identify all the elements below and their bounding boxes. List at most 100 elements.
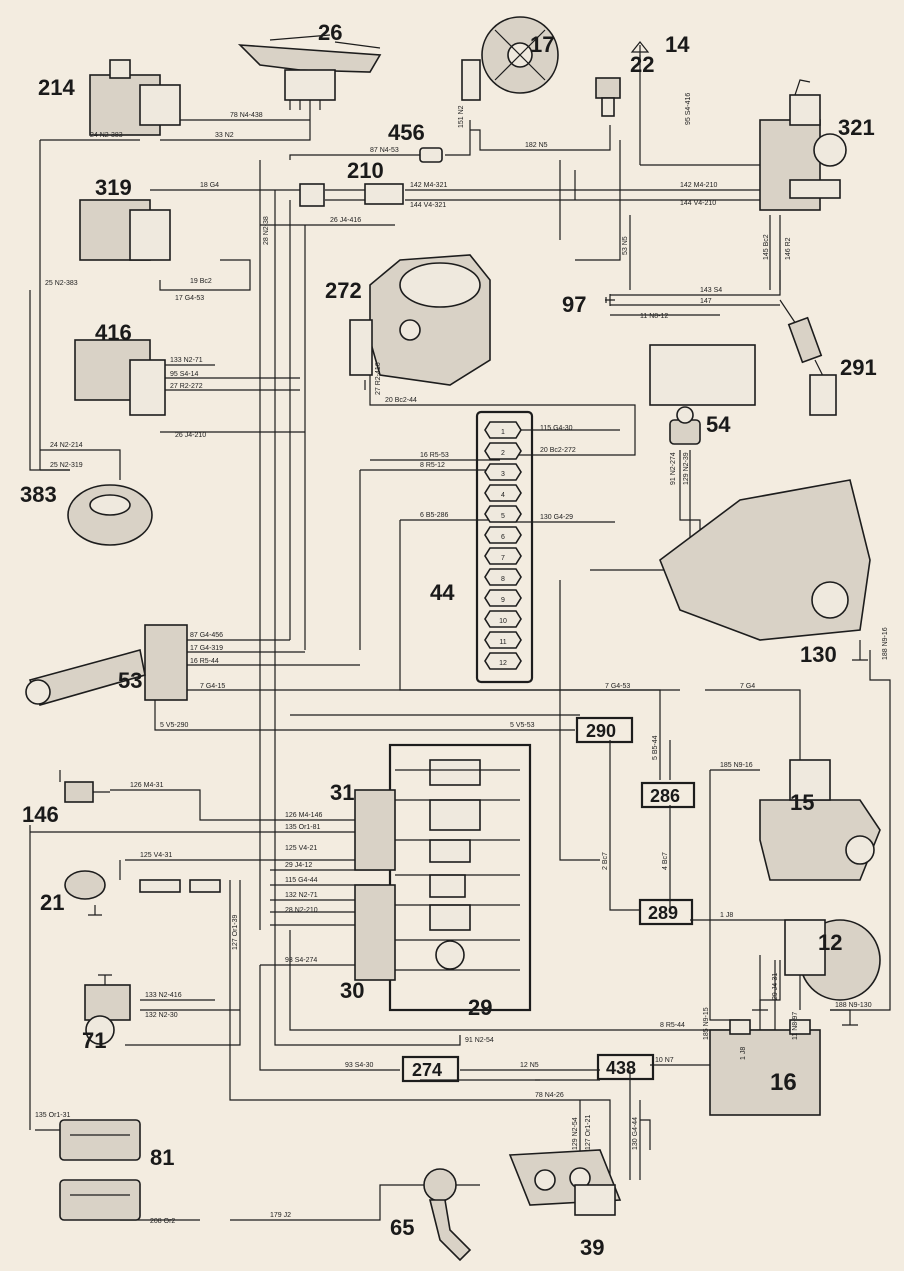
wire-label: 127 Or1-39 <box>232 914 239 950</box>
component-21-sensor <box>64 870 221 916</box>
label-456: 456 <box>388 120 425 145</box>
component-456-connector <box>419 147 443 163</box>
wire-label: 127 Or1-21 <box>585 1114 592 1150</box>
wire-label: 145 Bc2 <box>763 234 770 260</box>
wire-label: 126 M4-31 <box>130 782 164 789</box>
wire-labels: 78 N4-438 24 N2-383 33 N2 87 N4-53 151 N… <box>35 93 889 1225</box>
wire-label: 87 G4-456 <box>190 632 223 639</box>
wire-label: 28 N2-210 <box>285 907 318 914</box>
label-319: 319 <box>95 175 132 200</box>
component-65-fuel-sender <box>423 1168 480 1262</box>
label-15: 15 <box>790 790 814 815</box>
component-290-box <box>575 716 634 744</box>
wire-label: 20 Bc2-44 <box>385 397 417 404</box>
component-16-battery <box>709 1009 858 1116</box>
wire-label: 33 N2 <box>215 132 234 139</box>
component-146-pressure-switch <box>59 770 110 803</box>
wire-label: 93 S4-30 <box>345 1062 374 1069</box>
component-438-box <box>596 1053 655 1081</box>
label-214: 214 <box>38 75 75 100</box>
wire-label: 11 N8-97 <box>792 1012 799 1040</box>
fuse-slot <box>484 547 522 565</box>
wire-label: 1 J8 <box>720 912 733 919</box>
fuse-number: 8 <box>501 576 505 583</box>
component-54-bulb <box>649 344 756 445</box>
label-16: 16 <box>770 1069 797 1096</box>
wire-label: 146 R2 <box>785 237 792 260</box>
wire-label: 1 J8 <box>740 1047 747 1060</box>
wire-label: 16 R5-44 <box>190 658 219 665</box>
fuse-number: 6 <box>501 534 505 541</box>
fuse-slot <box>484 463 522 481</box>
component-383-horn <box>67 484 153 546</box>
component-286-box <box>640 781 696 809</box>
label-29: 29 <box>468 995 492 1020</box>
fuse-slot <box>484 631 522 649</box>
component-321-combination-switch <box>759 79 847 211</box>
component-22-temp-switch <box>595 77 621 117</box>
label-130: 130 <box>800 642 837 667</box>
label-81: 81 <box>150 1145 174 1170</box>
wire-label: 5 V5-53 <box>510 722 535 729</box>
wire-label: 26 J4-210 <box>175 432 206 439</box>
ground-symbol-97 <box>605 294 615 306</box>
label-97: 97 <box>562 292 586 317</box>
wire-label: 133 N2-71 <box>170 357 203 364</box>
label-272: 272 <box>325 278 362 303</box>
wire-label: 95 S4-14 <box>170 371 199 378</box>
label-31: 31 <box>330 780 354 805</box>
wire-label: 29 J4-31 <box>772 973 779 1000</box>
fuse-number: 11 <box>499 639 506 646</box>
component-81-diagnostic-socket <box>59 1119 141 1221</box>
component-29-instrument-panel <box>354 743 532 1012</box>
label-22: 22 <box>630 52 654 77</box>
wire-label: 130 G4-29 <box>540 514 573 521</box>
component-15-starter-motor <box>759 759 881 881</box>
wire-label: 144 V4-321 <box>410 202 446 209</box>
wire-label: 188 N9-16 <box>882 627 889 660</box>
wire-label: 18 G4 <box>200 182 219 189</box>
component-130-gearbox <box>659 479 871 661</box>
wire-label: 27 R2-272 <box>170 383 203 390</box>
ground-symbol-14 <box>630 41 650 60</box>
label-210: 210 <box>347 158 384 183</box>
label-26: 26 <box>318 20 342 45</box>
component-labels: 26 17 22 14 214 456 321 210 319 272 97 4… <box>20 20 877 1260</box>
wire-label: 8 R5-12 <box>420 462 445 469</box>
wire-label: 125 V4-31 <box>140 852 172 859</box>
wire-label: 129 N2-39 <box>683 452 690 485</box>
label-30: 30 <box>340 978 364 1003</box>
wire-label: 17 G4-319 <box>190 645 223 652</box>
wire-label: 78 N4-26 <box>535 1092 564 1099</box>
label-321: 321 <box>838 115 875 140</box>
wire-label: 135 Or1-31 <box>35 1112 71 1119</box>
label-21: 21 <box>40 890 64 915</box>
wire-label: 179 J2 <box>270 1212 291 1219</box>
wire-label: 26 J4-416 <box>330 217 361 224</box>
wire-label: 7 G4 <box>740 683 755 690</box>
wire-label: 28 N2-38 <box>263 216 270 245</box>
wire-label: 7 G4-53 <box>605 683 630 690</box>
wire-label: 132 N2-30 <box>145 1012 178 1019</box>
label-71: 71 <box>82 1028 106 1053</box>
label-291: 291 <box>840 355 877 380</box>
wire-label: 16 R5-53 <box>420 452 449 459</box>
fuse-number: 5 <box>501 513 505 520</box>
fuse-number: 12 <box>499 660 507 667</box>
fuse-slot <box>484 484 522 502</box>
wire-label: 8 R5-44 <box>660 1022 685 1029</box>
label-289: 289 <box>648 903 678 923</box>
component-210-connector <box>299 183 404 207</box>
wire-label: 93 S4-274 <box>285 957 317 964</box>
wire-label: 142 M4-321 <box>410 182 447 189</box>
wire-label: 19 Bc2 <box>190 278 212 285</box>
wire-label: 208 Or2 <box>150 1218 175 1225</box>
fuse-slot <box>484 442 522 460</box>
label-146: 146 <box>22 802 59 827</box>
label-44: 44 <box>430 580 455 605</box>
component-289-box <box>638 898 694 926</box>
wire-label: 130 G4-44 <box>632 1117 639 1150</box>
